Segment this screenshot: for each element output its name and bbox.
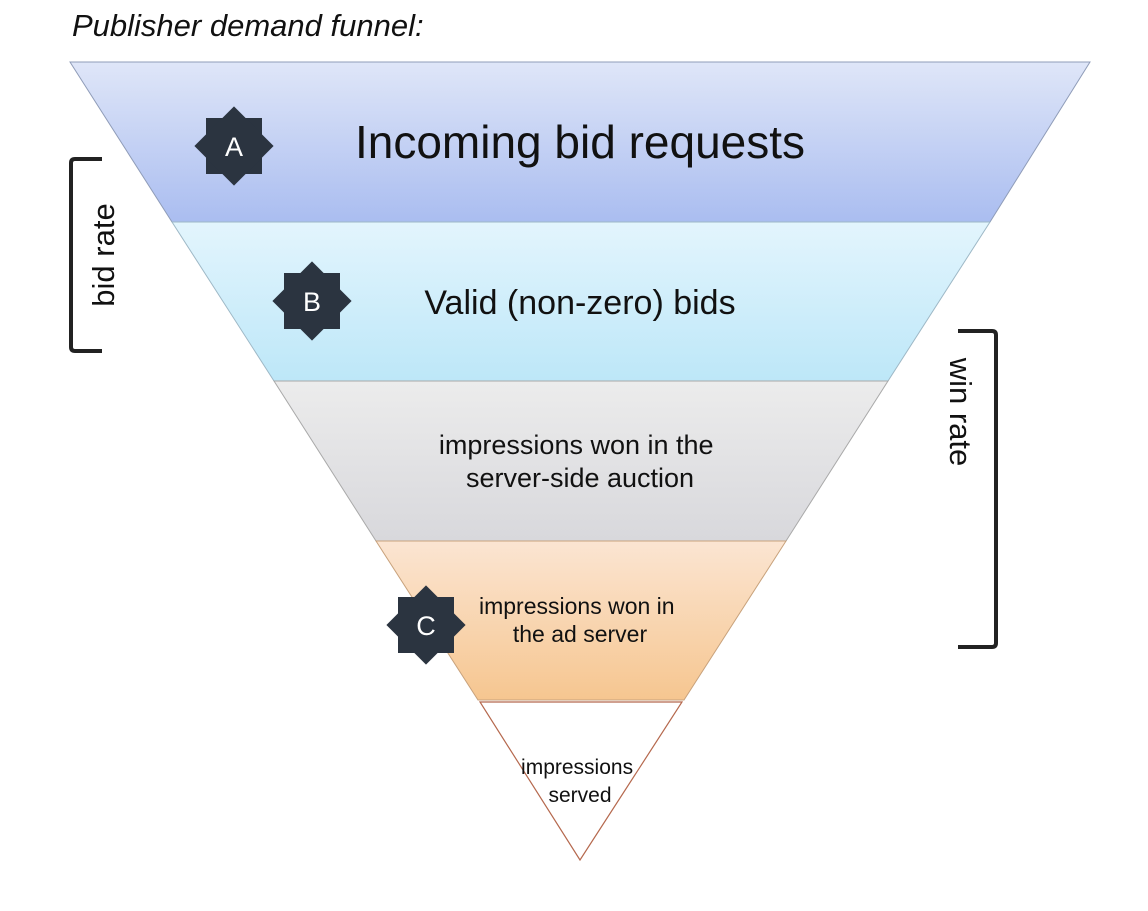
bid-rate-bracket [69, 157, 102, 353]
stage-label-won-ad-server: impressions won in the ad server [479, 593, 681, 647]
diagram-title: Publisher demand funnel: [72, 8, 424, 43]
bid-rate-label: bid rate [86, 203, 121, 306]
stage-label-won-server-side: impressions won in the server-side aucti… [439, 430, 721, 493]
badge-b: B [272, 261, 352, 341]
star-badge-icon [386, 585, 466, 665]
badge-a-letter: A [225, 132, 243, 162]
stage-label-incoming-bid-requests: Incoming bid requests [355, 116, 805, 168]
badge-c: C [386, 585, 466, 665]
badge-b-letter: B [303, 287, 321, 317]
stage-label-served: impressions served [521, 756, 639, 807]
star-badge-icon [272, 261, 352, 341]
stage-label-valid-bids: Valid (non-zero) bids [424, 284, 735, 322]
badge-c-letter: C [416, 611, 436, 641]
badge-a: A [194, 106, 274, 186]
funnel-segment-won-server-side [273, 380, 889, 542]
win-rate-bracket [958, 329, 998, 649]
win-rate-label: win rate [943, 357, 978, 467]
star-badge-icon [194, 106, 274, 186]
funnel-segment-served [478, 701, 684, 862]
